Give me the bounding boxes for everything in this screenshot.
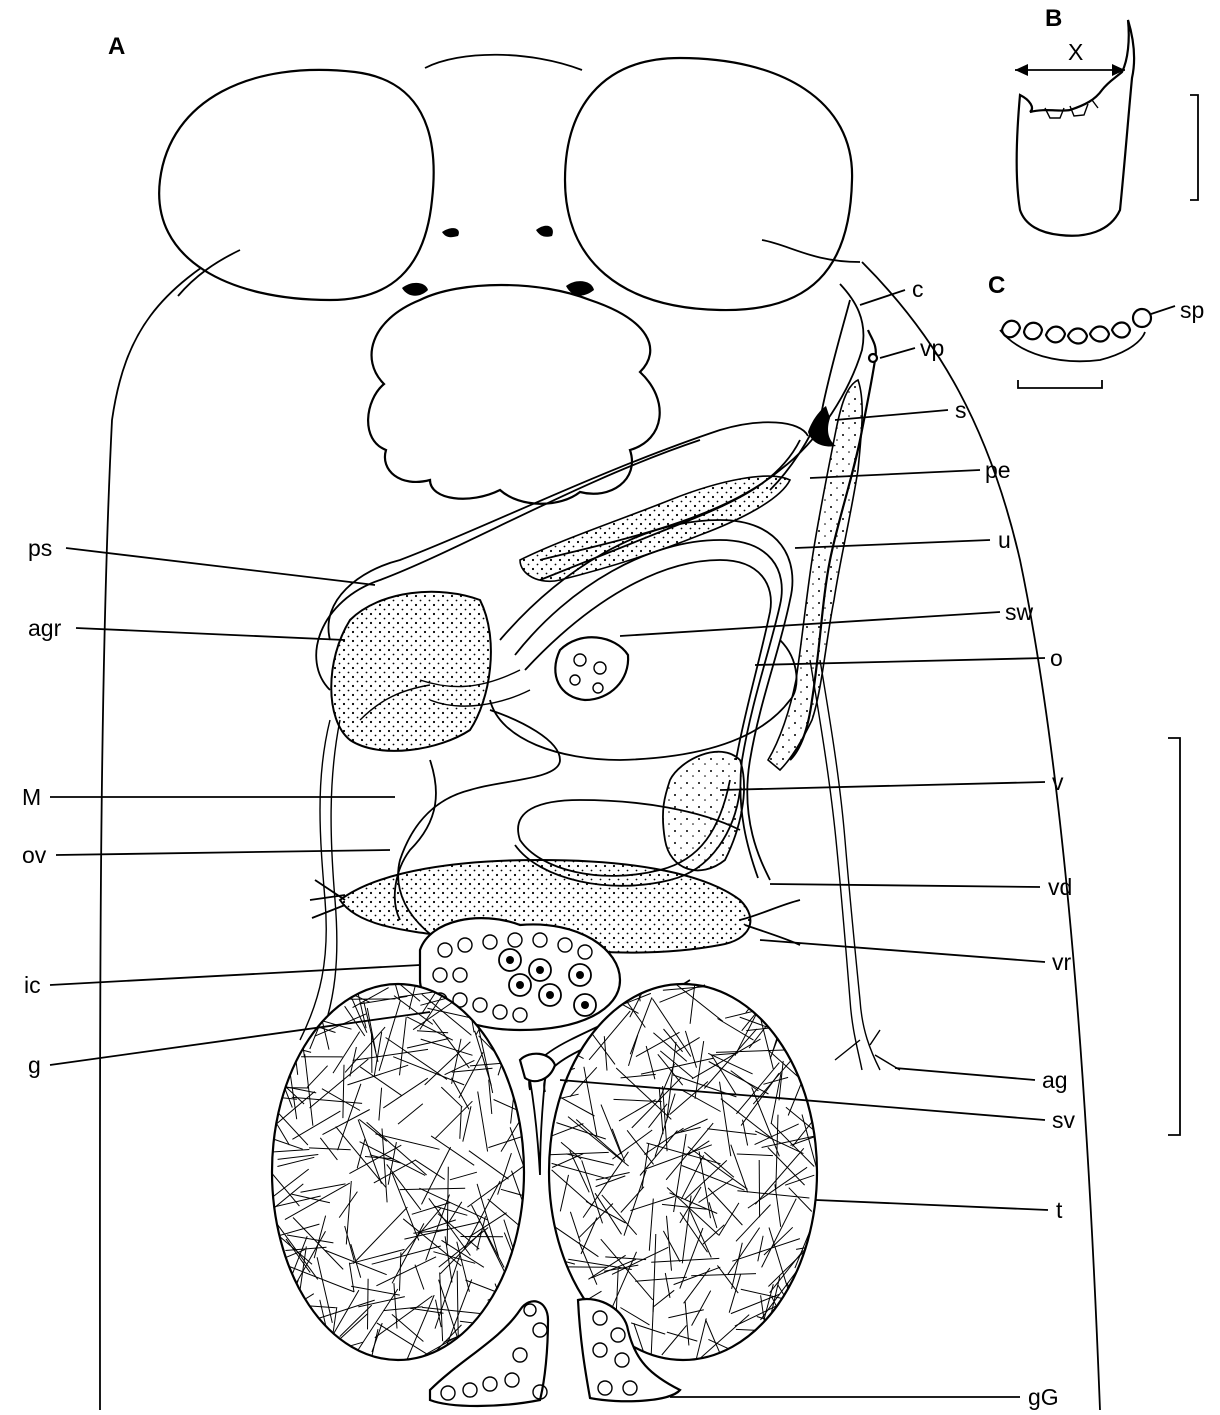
testis-hatch-stroke bbox=[533, 1288, 566, 1295]
label-sv: sv bbox=[1052, 1107, 1076, 1133]
testis-hatch-stroke bbox=[776, 1339, 819, 1377]
label-g: g bbox=[28, 1052, 41, 1078]
testis-hatch-stroke bbox=[774, 977, 812, 1044]
panel-label-a: A bbox=[108, 33, 125, 60]
vitellarium bbox=[663, 752, 744, 871]
testis-hatch-stroke bbox=[368, 1279, 369, 1330]
testis-hatch-stroke bbox=[264, 1318, 318, 1375]
testis-hatch-stroke bbox=[548, 1070, 553, 1123]
label-o: o bbox=[1050, 645, 1063, 671]
label-u: u bbox=[998, 527, 1011, 553]
label-vd: vd bbox=[1048, 874, 1072, 900]
eye-spots bbox=[159, 55, 860, 310]
testis-hatch-stroke bbox=[778, 987, 789, 1024]
testis-hatch-stroke bbox=[787, 1283, 803, 1324]
testis-hatch-stroke bbox=[790, 1026, 832, 1054]
label-vr: vr bbox=[1052, 949, 1072, 975]
label-v: v bbox=[1052, 769, 1064, 795]
testis-hatch-stroke bbox=[281, 1280, 298, 1327]
testis-hatch-stroke bbox=[262, 1269, 287, 1326]
testis-hatch-stroke bbox=[271, 1021, 303, 1028]
testis-hatch-stroke bbox=[263, 987, 301, 1050]
panel-c-spines bbox=[1000, 309, 1151, 388]
testis-hatch-stroke bbox=[734, 1349, 778, 1350]
testis-hatch-stroke bbox=[495, 1284, 505, 1308]
testis-hatch-stroke bbox=[273, 977, 300, 1001]
testis-hatch-stroke bbox=[272, 1304, 292, 1371]
panel-c-sp-label: sp bbox=[1180, 297, 1204, 323]
testis-hatch-stroke bbox=[553, 1267, 606, 1268]
testis-hatch-stroke bbox=[757, 1349, 791, 1351]
label-vp: vp bbox=[920, 335, 944, 361]
label-s: s bbox=[955, 397, 967, 423]
label-agr: agr bbox=[28, 615, 62, 641]
label-ag: ag bbox=[1042, 1067, 1068, 1093]
testis-hatch-stroke bbox=[279, 1315, 282, 1383]
testis-hatch-stroke bbox=[773, 1334, 787, 1362]
label-ic: ic bbox=[24, 972, 41, 998]
testis-hatch-stroke bbox=[250, 1294, 309, 1334]
panel-b-sclerite bbox=[1015, 20, 1198, 236]
panel-label-b: B bbox=[1045, 5, 1062, 32]
testis-hatch-stroke bbox=[504, 1275, 535, 1283]
panel-b-measure-label: X bbox=[1068, 39, 1083, 65]
panel-label-c: C bbox=[988, 272, 1005, 299]
label-pe: pe bbox=[985, 457, 1011, 483]
label-M: M bbox=[22, 784, 41, 810]
pharynx bbox=[368, 285, 660, 504]
testis-hatch-stroke bbox=[766, 1352, 804, 1363]
testis-hatch-stroke bbox=[263, 983, 298, 999]
testis-hatch-stroke bbox=[774, 1301, 792, 1370]
testis-hatch-stroke bbox=[257, 1294, 314, 1330]
testis-hatch-stroke bbox=[798, 980, 802, 1011]
testis-hatch-stroke bbox=[764, 967, 798, 1013]
label-c: c bbox=[912, 276, 924, 302]
label-sw: sw bbox=[1005, 599, 1034, 625]
label-t: t bbox=[1056, 1197, 1063, 1223]
testis-hatch-stroke bbox=[552, 1030, 574, 1062]
testis-hatch-stroke bbox=[298, 1328, 304, 1354]
testis-hatch-stroke bbox=[542, 1252, 566, 1291]
testis-hatch-stroke bbox=[573, 1290, 575, 1338]
testis-hatch-stroke bbox=[547, 1102, 552, 1130]
testis-hatch-stroke bbox=[777, 1296, 827, 1319]
testis-hatch-stroke bbox=[795, 1275, 836, 1321]
label-ov: ov bbox=[22, 842, 47, 868]
testis-hatch-stroke bbox=[293, 977, 318, 992]
label-ps: ps bbox=[28, 535, 52, 561]
testis-hatch-stroke bbox=[256, 1335, 316, 1359]
label-gG: gG bbox=[1028, 1384, 1059, 1410]
testis-hatch-stroke bbox=[277, 1009, 284, 1044]
testis-hatch-stroke bbox=[746, 969, 781, 1013]
testis-hatch-stroke bbox=[759, 966, 789, 1018]
